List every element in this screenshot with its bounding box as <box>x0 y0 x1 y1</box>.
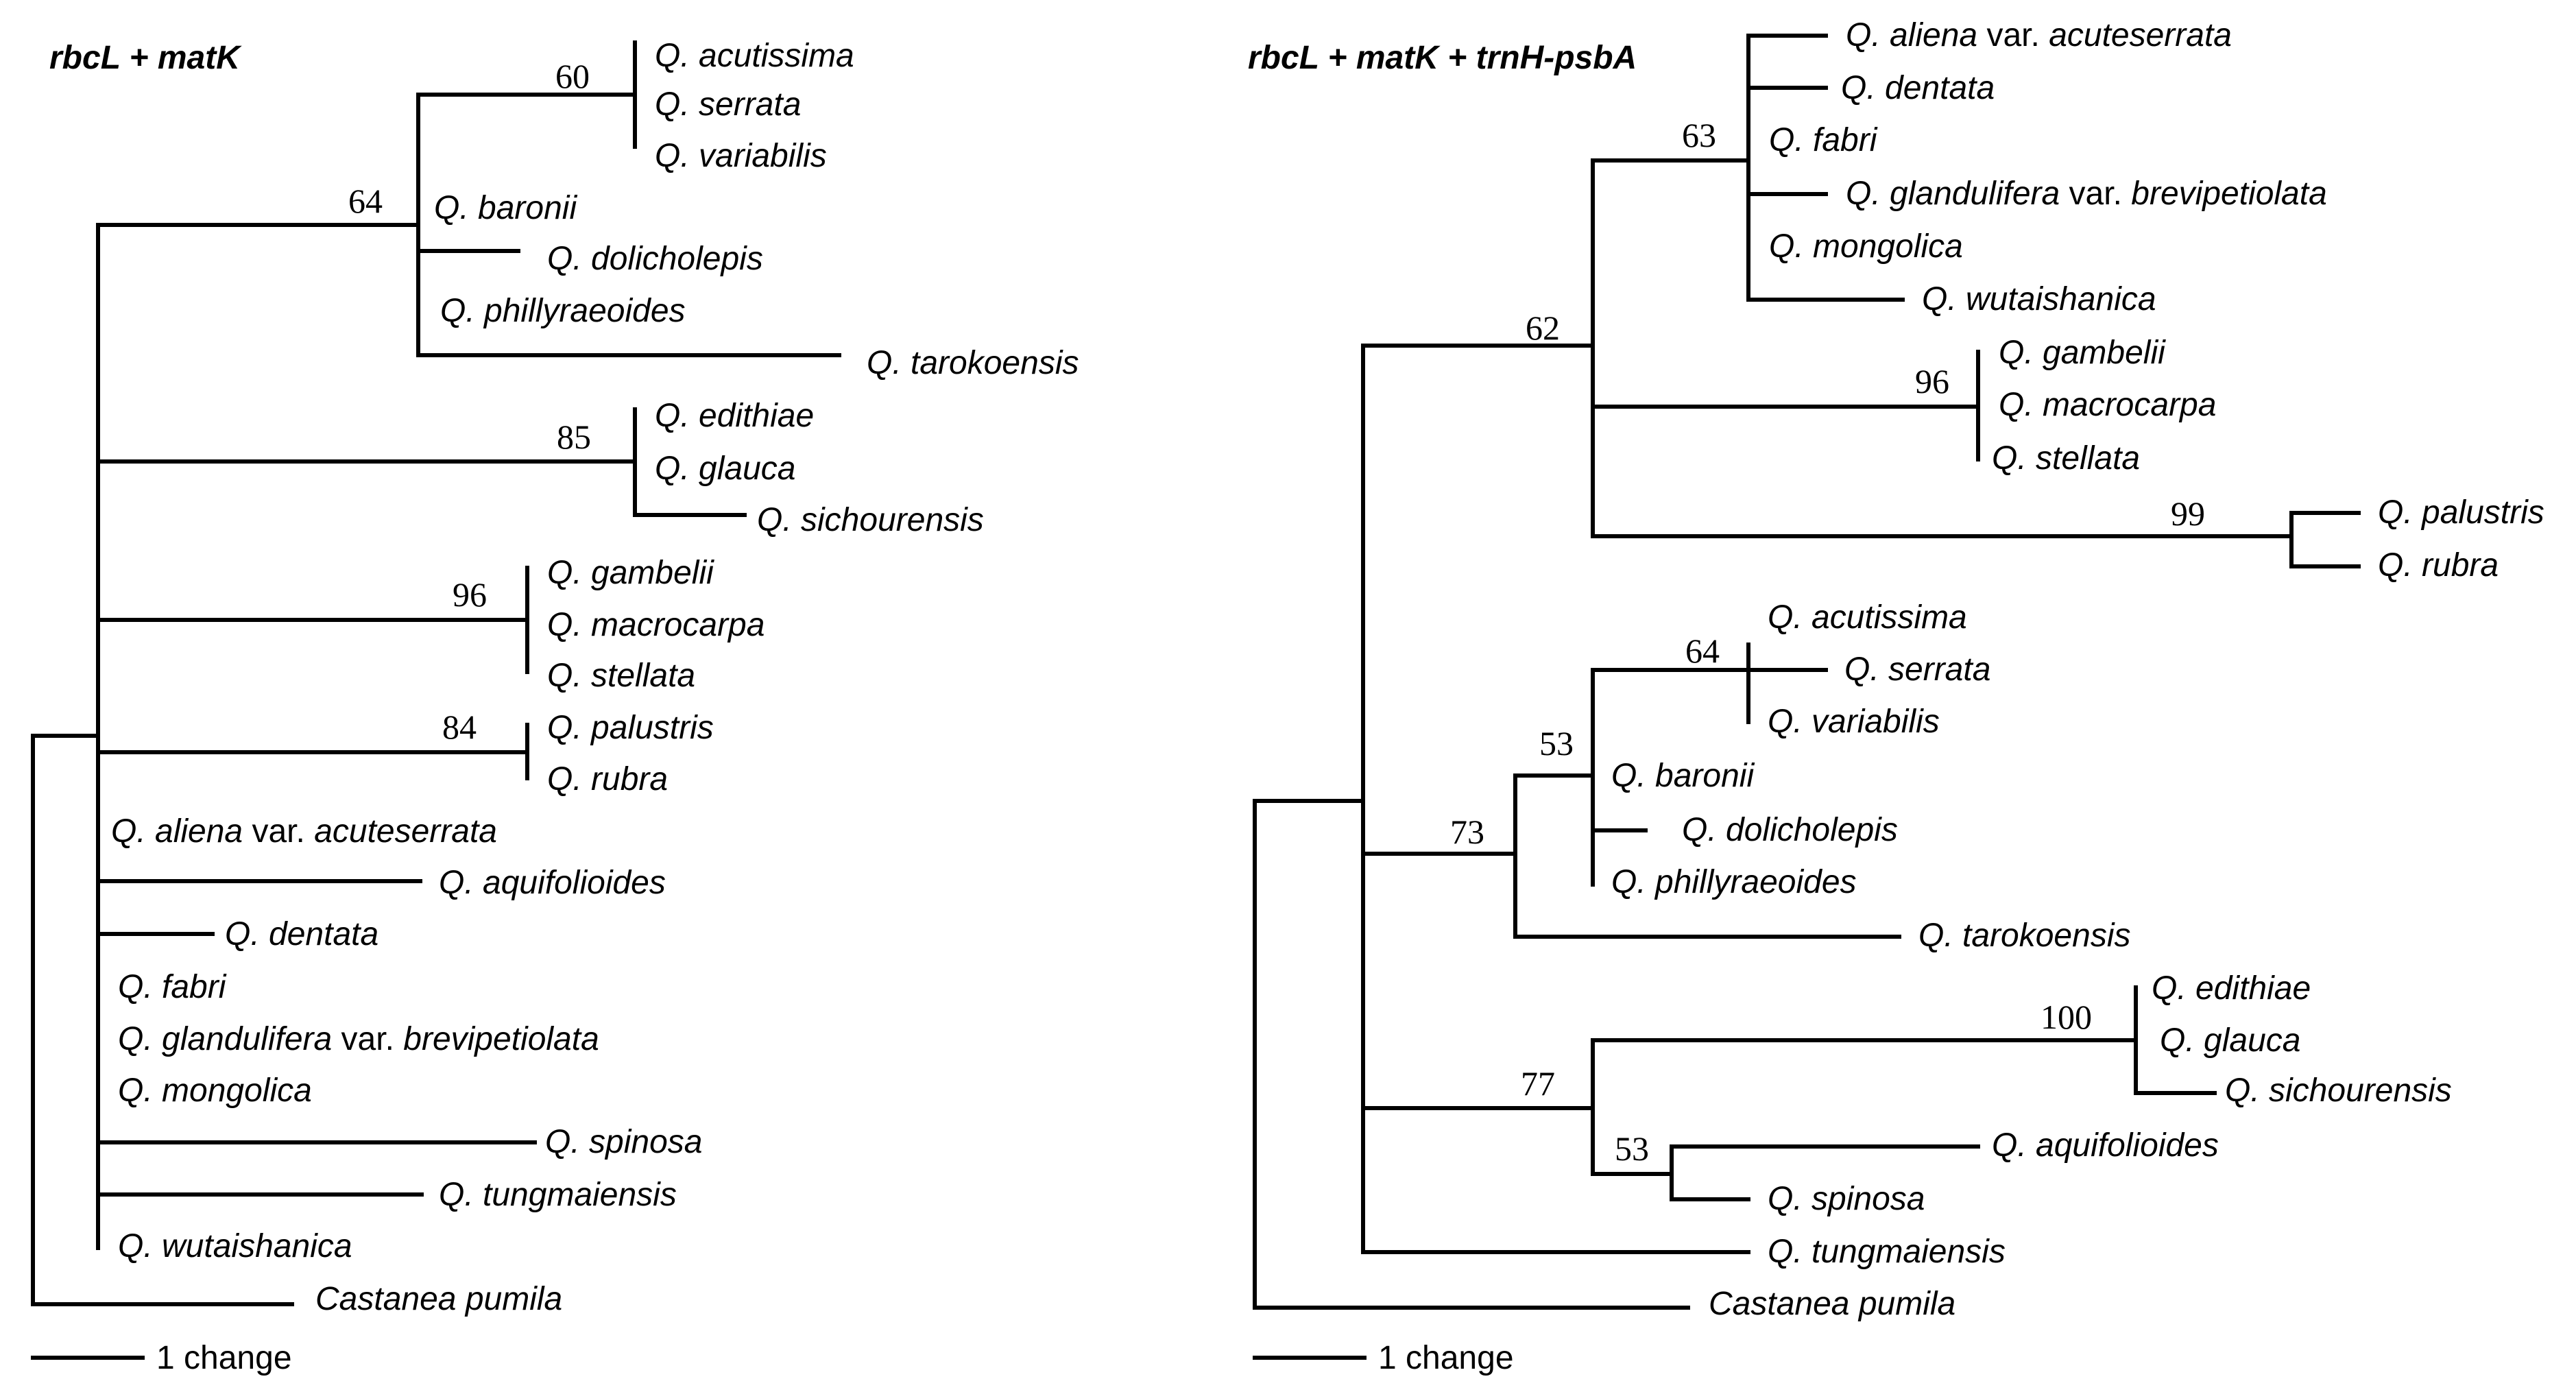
taxon-label: Q. spinosa <box>545 1124 702 1160</box>
taxon-label: Q. baronii <box>434 190 577 226</box>
taxon-label: Q. dolicholepis <box>547 241 763 277</box>
support-value: 53 <box>1539 724 1574 763</box>
taxon-label: Q. serrata <box>655 86 801 123</box>
taxon-label: Q. baronii <box>1611 758 1755 794</box>
taxon-label: Q. acutissima <box>655 38 854 74</box>
support-value: 84 <box>442 708 477 746</box>
taxon-label: Q. palustris <box>547 710 714 746</box>
taxon-label: Q. glauca <box>2160 1022 2300 1059</box>
support-value: 64 <box>1685 632 1720 670</box>
taxon-label: Q. wutaishanica <box>1922 281 2156 317</box>
taxon-label: Q. glandulifera var. brevipetiolata <box>1846 176 2327 212</box>
tree-panel-rbcl-matk: rbcL + matK <box>31 38 1079 1376</box>
taxon-label: Q. dolicholepis <box>1682 812 1898 848</box>
taxon-label: Q. variabilis <box>1768 704 1940 740</box>
taxon-label: Q. serrata <box>1844 651 1990 688</box>
scale-bar-label: 1 change <box>1378 1340 1514 1376</box>
taxon-label: Q. mongolica <box>118 1072 312 1109</box>
support-value: 85 <box>557 418 591 456</box>
taxon-label: Q. tungmaiensis <box>439 1177 677 1213</box>
support-value: 99 <box>2171 494 2205 533</box>
taxon-label: Castanea pumila <box>1709 1286 1955 1322</box>
taxon-label: Q. phillyraeoides <box>440 293 686 329</box>
taxon-label: Q. edithiae <box>655 398 814 434</box>
taxon-label: Q. fabri <box>118 969 227 1005</box>
taxon-label: Q. macrocarpa <box>547 607 765 643</box>
taxon-label: Q. palustris <box>2378 494 2544 531</box>
tree-branches <box>31 40 841 1360</box>
taxon-label: Q. glandulifera var. brevipetiolata <box>118 1021 599 1057</box>
taxon-label: Q. rubra <box>547 761 668 797</box>
tree-branches <box>1253 34 2361 1360</box>
taxon-label: Q. fabri <box>1769 122 1878 158</box>
taxon-label: Q. aliena var. acuteserrata <box>111 813 497 850</box>
support-value: 77 <box>1521 1064 1555 1103</box>
taxon-label: Q. tungmaiensis <box>1768 1234 2006 1270</box>
support-value: 73 <box>1450 813 1484 851</box>
support-value: 60 <box>555 57 590 95</box>
taxon-label: Castanea pumila <box>315 1281 562 1317</box>
taxon-label: Q. gambelii <box>1999 335 2166 371</box>
taxon-label: Q. tarokoensis <box>867 345 1079 381</box>
taxon-labels: Q. aliena var. acuteserrata Q. dentata Q… <box>1611 17 2544 1322</box>
support-value: 63 <box>1682 116 1716 154</box>
taxon-label: Q. phillyraeoides <box>1611 864 1857 900</box>
taxon-label: Q. spinosa <box>1768 1181 1925 1217</box>
taxon-label: Q. aquifolioides <box>439 865 666 901</box>
taxon-label: Q. edithiae <box>2152 970 2311 1007</box>
taxon-label: Q. sichourensis <box>757 502 984 538</box>
taxon-labels: Q. acutissima Q. serrata Q. variabilis Q… <box>111 38 1079 1317</box>
taxon-label: Q. stellata <box>1992 440 2140 477</box>
support-value: 62 <box>1526 309 1560 347</box>
support-value: 96 <box>1915 362 1949 400</box>
tree-panel-rbcl-matk-trnh-psba: rbcL + matK + trnH-psbA <box>1248 17 2544 1376</box>
panel-title: rbcL + matK + trnH-psbA <box>1248 40 1637 76</box>
taxon-label: Q. dentata <box>225 916 378 952</box>
taxon-label: Q. aliena var. acuteserrata <box>1846 17 2232 53</box>
taxon-label: Q. rubra <box>2378 547 2499 584</box>
taxon-label: Q. aquifolioides <box>1992 1127 2219 1164</box>
support-value: 53 <box>1615 1129 1649 1168</box>
panel-title: rbcL + matK <box>49 40 242 76</box>
support-value: 100 <box>2041 998 2092 1036</box>
taxon-label: Q. tarokoensis <box>1918 917 2130 954</box>
taxon-label: Q. dentata <box>1841 70 1995 106</box>
support-values: 60 64 85 96 84 <box>348 57 591 746</box>
taxon-label: Q. sichourensis <box>2225 1072 2452 1109</box>
taxon-label: Q. mongolica <box>1769 228 1963 265</box>
taxon-label: Q. glauca <box>655 451 795 487</box>
taxon-label: Q. stellata <box>547 658 695 694</box>
support-values: 63 62 96 99 64 53 73 100 77 53 <box>1450 116 2205 1168</box>
taxon-label: Q. gambelii <box>547 555 714 591</box>
taxon-label: Q. acutissima <box>1768 599 1967 636</box>
scale-bar-label: 1 change <box>156 1340 292 1376</box>
taxon-label: Q. macrocarpa <box>1999 387 2216 423</box>
support-value: 64 <box>348 182 383 220</box>
taxon-label: Q. wutaishanica <box>118 1228 352 1264</box>
taxon-label: Q. variabilis <box>655 138 827 174</box>
support-value: 96 <box>453 575 487 614</box>
